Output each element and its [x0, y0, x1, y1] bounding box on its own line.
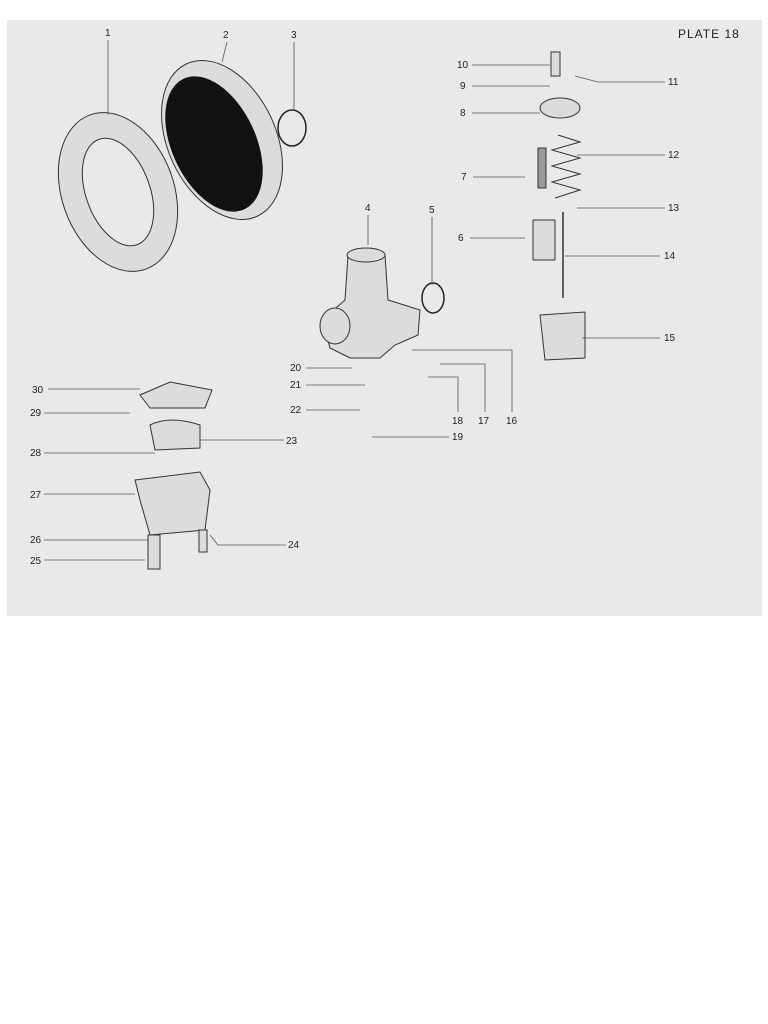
callout-label-21: 21: [290, 380, 302, 391]
callout-label-8: 8: [460, 108, 466, 119]
leader-line-2: [221, 41, 228, 63]
callout-label-1: 1: [105, 28, 111, 39]
float-chamber: [134, 381, 213, 570]
callout-label-2: 2: [223, 30, 229, 41]
callout-label-18: 18: [452, 416, 464, 427]
carburettor-body: [319, 247, 421, 359]
callout-label-16: 16: [506, 416, 518, 427]
callout-label-7: 7: [461, 172, 467, 183]
callout-label-24: 24: [288, 540, 300, 551]
callout-label-20: 20: [290, 363, 302, 374]
callout-label-4: 4: [365, 203, 371, 214]
plate-title: PLATE 18: [678, 27, 740, 41]
leader-line-16: [412, 349, 513, 412]
callout-label-3: 3: [291, 30, 297, 41]
leader-line-18: [428, 376, 459, 412]
leader-line-11: [574, 75, 665, 83]
callout-label-26: 26: [30, 535, 42, 546]
callout-label-10: 10: [457, 60, 469, 71]
callout-label-17: 17: [478, 416, 490, 427]
callout-label-19: 19: [452, 432, 464, 443]
leader-line-24: [209, 534, 286, 546]
callout-label-5: 5: [429, 205, 435, 216]
callout-label-11: 11: [668, 77, 679, 88]
callout-label-28: 28: [30, 448, 42, 459]
callout-label-15: 15: [664, 333, 676, 344]
o-ring-3: [277, 109, 307, 147]
air-filter-element: [57, 112, 179, 272]
callout-label-27: 27: [30, 490, 42, 501]
callout-label-29: 29: [30, 408, 42, 419]
callout-label-25: 25: [30, 556, 42, 567]
callout-label-23: 23: [286, 436, 298, 447]
air-filter-cover: [161, 60, 283, 220]
callout-label-6: 6: [458, 233, 464, 244]
leader-line-17: [440, 363, 486, 412]
callout-label-13: 13: [668, 203, 680, 214]
callout-label-30: 30: [32, 385, 44, 396]
callout-label-12: 12: [668, 150, 680, 161]
callout-label-22: 22: [290, 405, 302, 416]
o-ring-5: [421, 282, 445, 314]
callout-label-9: 9: [460, 81, 466, 92]
callout-label-14: 14: [664, 251, 676, 262]
throttle-assembly: [532, 51, 586, 361]
